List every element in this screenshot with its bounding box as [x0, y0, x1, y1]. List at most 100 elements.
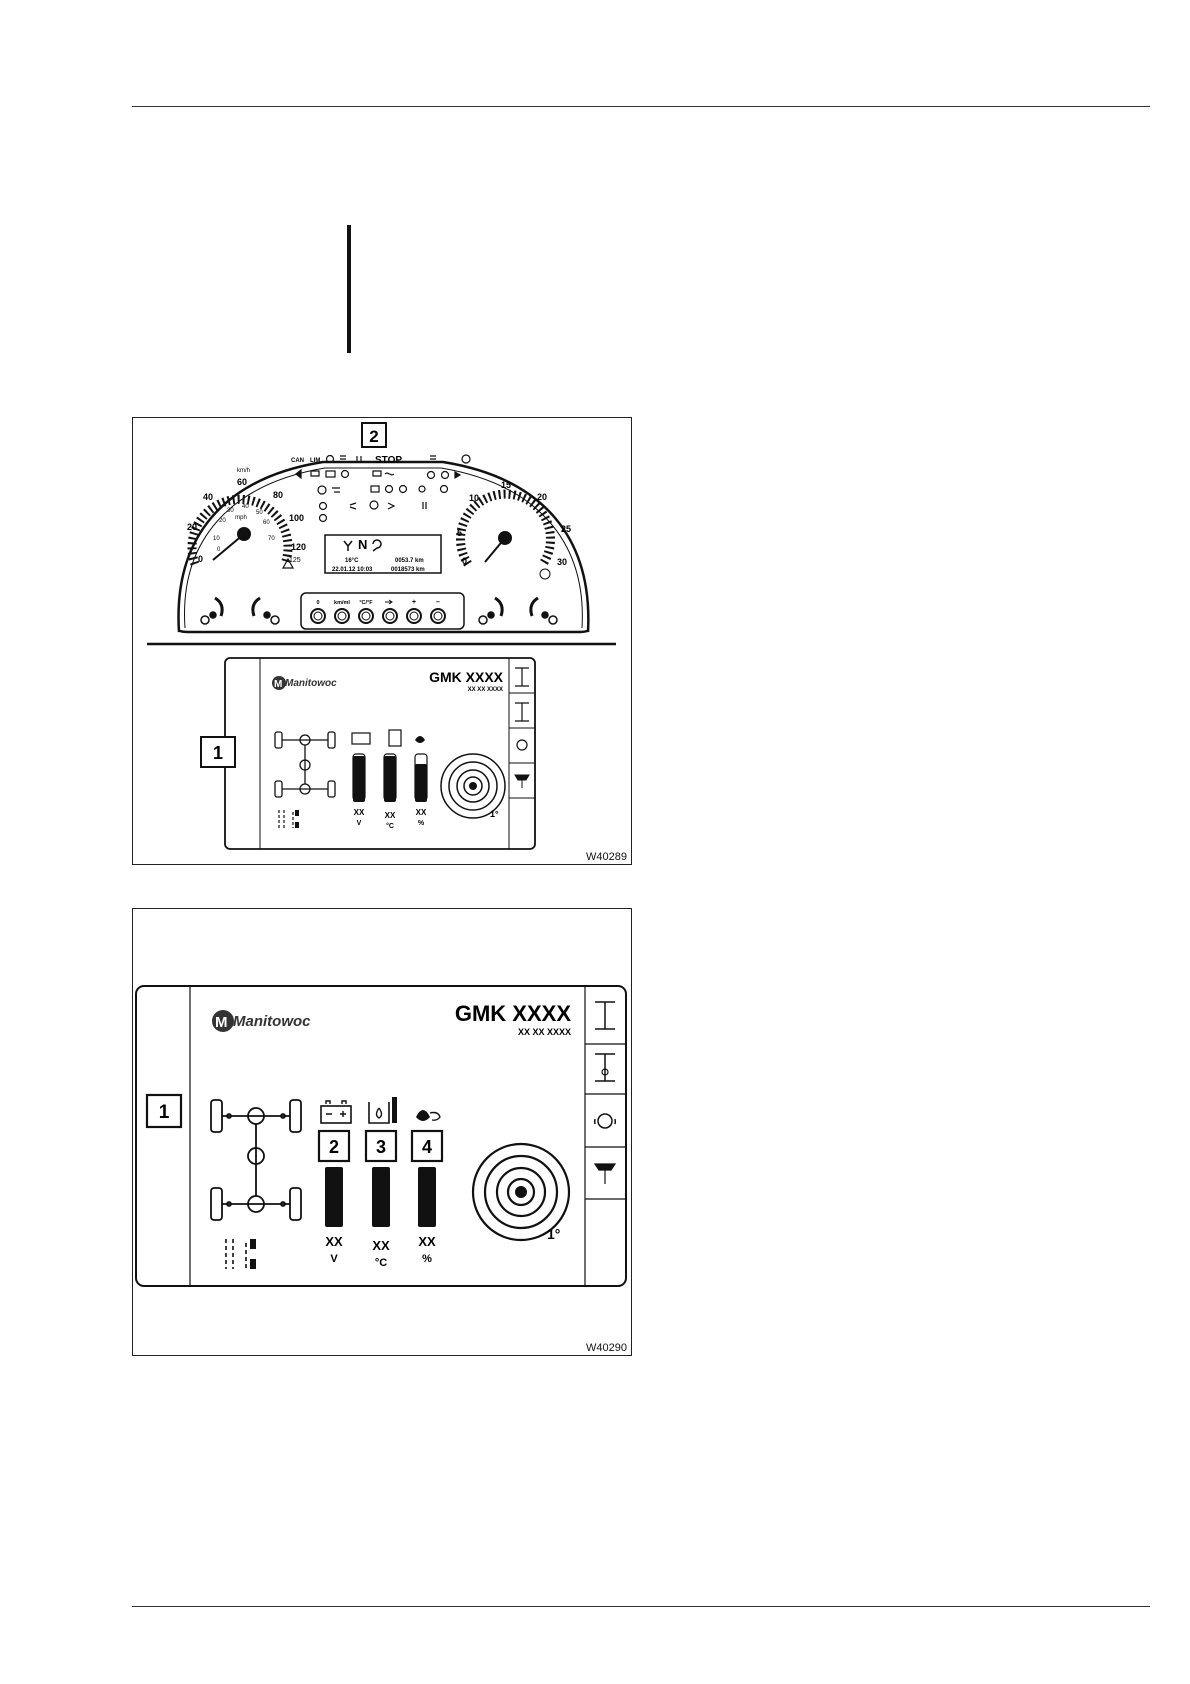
inclination-angle: 1° — [547, 1226, 560, 1242]
footer-rule — [132, 1606, 1150, 1607]
kmh-tick: 0 — [198, 554, 203, 564]
filter-icon — [320, 515, 327, 522]
header-rule — [132, 106, 1150, 107]
rpm-tick: 30 — [557, 557, 567, 567]
brand-logo: Manitowoc — [233, 1013, 311, 1030]
oo-icon — [419, 486, 425, 492]
figure-code: W40289 — [586, 851, 627, 863]
callout-2: 2 — [329, 1137, 339, 1157]
display-datetime: 22.01.12 10:03 — [332, 567, 373, 573]
arrow-left-icon — [296, 470, 301, 478]
button-label: – — [436, 599, 440, 606]
voltage-unit: V — [330, 1253, 338, 1265]
button-label: 0 — [316, 600, 319, 606]
button-strip: 0 km/ml °C/°F + – — [301, 593, 464, 629]
voltage-value: XX — [354, 808, 365, 817]
mph-tick: 20 — [219, 518, 226, 524]
tire-icon — [320, 503, 327, 510]
brake-2-icon — [342, 471, 349, 478]
speed-unit-inner: mph — [235, 515, 247, 521]
display-odometer: 0018573 km — [391, 567, 425, 573]
circle-2-icon — [442, 472, 449, 479]
gauge-air-1 — [479, 598, 502, 624]
button-label: km/ml — [334, 600, 350, 606]
brand-logo: Manitowoc — [285, 678, 337, 689]
model-label: GMK XXXX — [455, 1001, 571, 1026]
callout-4: 4 — [422, 1137, 432, 1157]
stop-label: STOP — [375, 455, 402, 466]
rpm-tick: 0 — [462, 556, 467, 566]
figure-instrument-panel: 2 km/h mph 0 20 40 60 80 100 120 125 0 1… — [132, 417, 632, 865]
brake-icon — [462, 455, 470, 463]
dash-button-km-ml[interactable]: km/ml — [334, 600, 350, 623]
rpm-tick: 20 — [537, 492, 547, 502]
gauge-air-2 — [531, 598, 557, 624]
arrow-right-icon — [455, 472, 460, 478]
dash-button-enter[interactable] — [383, 600, 397, 623]
temperature-unit: °C — [386, 822, 394, 830]
display-screen-detail: M Manitowoc GMK XXXX XX XX XXXX — [136, 986, 626, 1286]
oil-icon — [385, 473, 394, 475]
warning-lamp-cluster: CAN LIM STOP — [291, 455, 470, 522]
engine-icon — [373, 471, 381, 476]
beam-icon — [430, 456, 436, 459]
button-label: + — [412, 599, 416, 606]
circle-1-icon — [428, 472, 435, 479]
fuel-value: XX — [418, 1234, 436, 1249]
fuel-bar — [418, 1167, 436, 1227]
axle-icon — [350, 503, 356, 509]
dash-button-minus[interactable]: – — [431, 599, 445, 623]
callout-2: 2 — [369, 427, 378, 446]
rpm-tick: 25 — [561, 524, 571, 534]
kmh-tick: 100 — [289, 513, 304, 523]
brand-logo-mark: M — [274, 679, 282, 690]
callout-1: 1 — [213, 743, 223, 763]
trailer-icon — [371, 486, 379, 492]
service-icon — [318, 486, 326, 494]
mph-tick: 60 — [263, 520, 270, 526]
temperature-unit: °C — [375, 1257, 387, 1269]
brand-logo-mark: M — [215, 1014, 228, 1031]
battery-icon — [326, 471, 335, 477]
fuel-value: XX — [416, 808, 427, 817]
can-label: CAN — [291, 458, 304, 464]
lim-label: LIM — [310, 458, 320, 464]
steer-icon — [388, 503, 394, 509]
mph-tick: 0 — [217, 547, 221, 553]
display-trip: 0053.7 km — [395, 558, 424, 564]
temperature-value: XX — [385, 811, 396, 820]
figure-display-detail: M Manitowoc GMK XXXX XX XX XXXX — [132, 908, 632, 1356]
display-screen: M Manitowoc GMK XXXX XX XX XXXX XX V XX … — [225, 658, 535, 849]
mph-tick: 70 — [268, 536, 275, 542]
callout-3: 3 — [376, 1137, 386, 1157]
enter-icon — [385, 600, 392, 604]
model-label: GMK XXXX — [429, 669, 504, 685]
gear-indicator: N — [358, 537, 367, 552]
warn-3-icon — [441, 486, 448, 493]
speedometer: km/h mph 0 20 40 60 80 100 120 125 0 10 … — [187, 468, 306, 568]
mph-tick: 50 — [256, 510, 263, 516]
warn-1-icon — [386, 486, 393, 493]
fuel-unit: % — [418, 820, 425, 827]
speed-unit-top: km/h — [237, 468, 250, 474]
wheel-lamp-icon — [332, 488, 340, 492]
button-label: °C/°F — [359, 600, 373, 606]
mph-tick: 40 — [242, 504, 249, 510]
warn-2-icon — [400, 486, 407, 493]
gauge-fuel — [253, 598, 279, 624]
voltage-value: XX — [325, 1234, 343, 1249]
inclination-angle: 1° — [490, 809, 499, 819]
dash-button-plus[interactable]: + — [407, 599, 421, 623]
seat-icon — [311, 471, 319, 476]
voltage-unit: V — [357, 820, 362, 827]
fog-icon — [423, 502, 426, 509]
kmh-tick: 60 — [237, 477, 247, 487]
fuel-unit: % — [422, 1253, 432, 1265]
dash-button-unit[interactable]: °C/°F — [359, 600, 373, 623]
callout-1: 1 — [159, 1102, 170, 1123]
kmh-tick: 40 — [203, 492, 213, 502]
dash-button-0[interactable]: 0 — [311, 600, 325, 623]
tachometer: 0 5 10 15 20 25 30 — [457, 480, 571, 579]
center-display: N 16°C 0053.7 km 22.01.12 10:03 0018573 … — [325, 535, 441, 573]
rpm-tick: 15 — [501, 480, 511, 490]
